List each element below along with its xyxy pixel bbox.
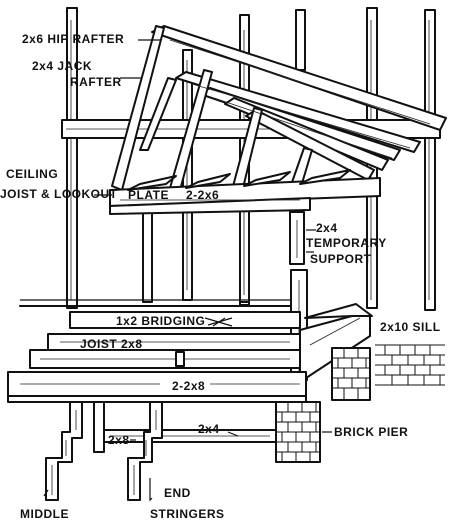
label-joist: JOIST 2x8 [80, 337, 143, 351]
ceiling-plate [109, 169, 381, 215]
stair-stringers [45, 401, 277, 501]
label-ledger: 2x4 [198, 422, 220, 436]
label-brick-pier: BRICK PIER [334, 425, 408, 439]
label-temp-support-line1: 2x4 [316, 221, 338, 235]
label-stringers: STRINGERS [150, 507, 225, 521]
label-jack-rafter-line1: 2x4 JACK [32, 59, 92, 73]
label-jack-rafter-line2: RAFTER [70, 75, 122, 89]
label-beam: 2-2x8 [172, 379, 205, 393]
label-middle: MIDDLE [20, 507, 69, 521]
label-stringer-size: 2x8 [108, 433, 130, 447]
label-ceiling-line1: CEILING [6, 167, 58, 181]
diagram-labels: 2x6 HIP RAFTER 2x4 JACK RAFTER CEILING J… [0, 32, 441, 521]
label-sill: 2x10 SILL [380, 320, 441, 334]
label-end: END [164, 486, 191, 500]
label-temp-support-line3: SUPPORT [310, 252, 372, 266]
label-ceiling-line2: JOIST & LOOKOUT [0, 187, 118, 201]
floor-framing [7, 303, 373, 403]
label-plate: PLATE [128, 188, 169, 202]
brick-piers [275, 344, 445, 463]
label-bridging: 1x2 BRIDGING [116, 314, 205, 328]
label-plate-size: 2-2x6 [186, 188, 219, 202]
label-temp-support-line2: TEMPORARY [306, 236, 387, 250]
label-hip-rafter: 2x6 HIP RAFTER [22, 32, 124, 46]
label-leaders [43, 39, 332, 502]
roof-rafters [111, 25, 447, 193]
